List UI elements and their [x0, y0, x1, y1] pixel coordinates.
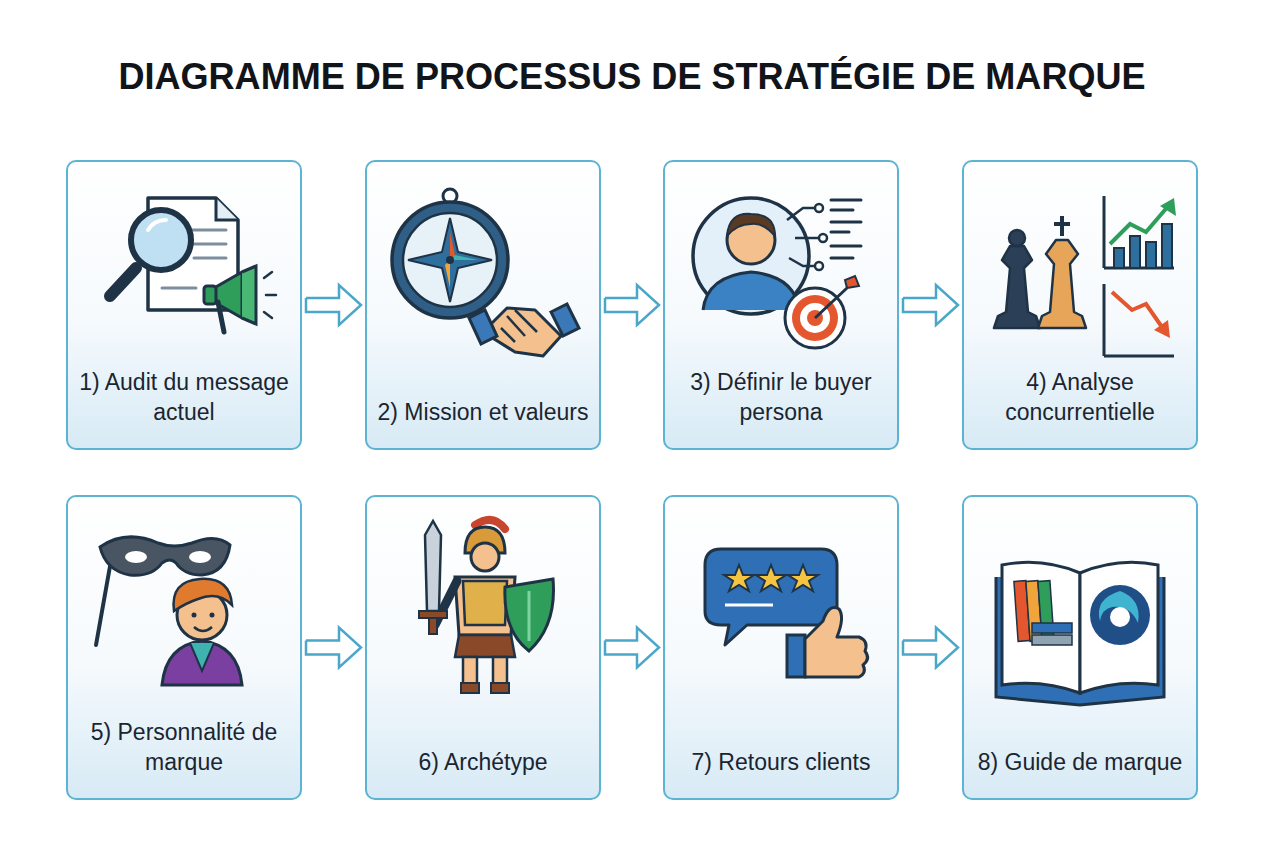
- flow-arrow: [605, 628, 659, 668]
- handshake-icon: [469, 304, 579, 356]
- box-fill: [67, 496, 301, 799]
- box-fill: [366, 496, 600, 799]
- process-step-box: 8) Guide de marque: [962, 495, 1198, 800]
- step-label: 5) Personnalité de marque: [78, 718, 290, 778]
- process-step-box: 4) Analyse concurrentielle: [962, 160, 1198, 450]
- box-fill: [963, 161, 1197, 449]
- process-step-box: 2) Mission et valeurs: [365, 160, 601, 450]
- box-fill: [664, 496, 898, 799]
- persona-icon: [693, 198, 861, 348]
- compass-icon: [392, 189, 508, 318]
- flow-arrow: [306, 628, 361, 668]
- step-label: 8) Guide de marque: [978, 748, 1183, 778]
- step-label: 3) Définir le buyer persona: [675, 368, 887, 428]
- step-label: 6) Archétype: [418, 748, 547, 778]
- process-step-box: 3) Définir le buyer persona: [663, 160, 899, 450]
- process-step-box: 1) Audit du message actuel: [66, 160, 302, 450]
- flow-arrow: [903, 628, 958, 668]
- competition-icon: [994, 196, 1176, 356]
- step-label: 2) Mission et valeurs: [378, 398, 589, 428]
- process-step-box: 7) Retours clients: [663, 495, 899, 800]
- box-fill: [664, 161, 898, 449]
- process-step-box: 5) Personnalité de marque: [66, 495, 302, 800]
- personality-icon: [96, 537, 242, 685]
- box-fill: [67, 161, 301, 449]
- flow-arrow: [605, 285, 659, 325]
- step-label: 7) Retours clients: [692, 748, 871, 778]
- diagram-title: DIAGRAMME DE PROCESSUS DE STRATÉGIE DE M…: [0, 56, 1264, 98]
- archetype-icon: [419, 520, 554, 693]
- process-step-box: 6) Archétype: [365, 495, 601, 800]
- step-label: 1) Audit du message actuel: [78, 368, 290, 428]
- brand-book-icon: [996, 562, 1164, 705]
- flow-arrow: [903, 285, 958, 325]
- audit-icon: [110, 198, 276, 332]
- box-fills: [67, 161, 1197, 799]
- box-fill: [963, 496, 1197, 799]
- step-label: 4) Analyse concurrentielle: [974, 368, 1186, 428]
- feedback-icon: [705, 549, 868, 677]
- box-fill: [366, 161, 600, 449]
- flow-arrow: [306, 285, 361, 325]
